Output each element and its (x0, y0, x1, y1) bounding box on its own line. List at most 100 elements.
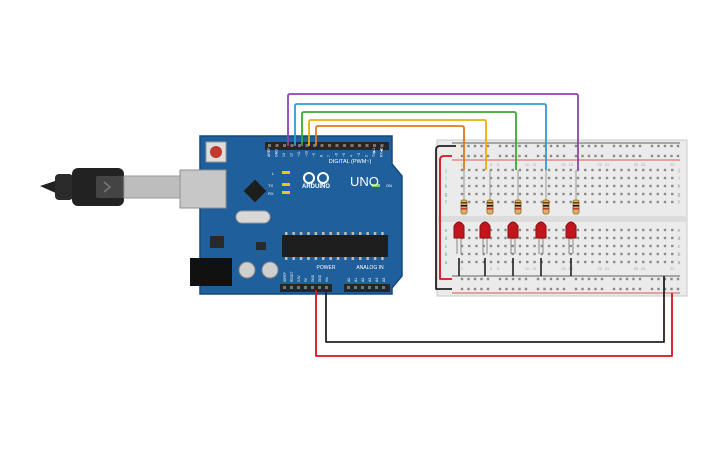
breadboard-hole (562, 168, 565, 172)
breadboard-hole (555, 252, 558, 256)
breadboard-hole (576, 244, 580, 248)
power-pin-hole (304, 286, 307, 289)
breadboard-hole (613, 236, 616, 240)
wire-orange[interactable] (315, 125, 465, 170)
breadboard-hole (482, 244, 485, 248)
usb-cable-tip (40, 180, 58, 194)
chip-pin (381, 232, 384, 235)
usb-cable-strain (55, 174, 73, 200)
breadboard-hole (613, 260, 616, 264)
analog-pin-label: A5 (382, 278, 386, 282)
chip-pin (373, 232, 377, 235)
digital-pin-label: ~5 (342, 153, 346, 157)
breadboard-hole (555, 236, 558, 240)
rail-hole (587, 277, 591, 281)
wire-blue[interactable] (294, 103, 547, 170)
resistor-band (487, 202, 493, 204)
chip-pin (322, 232, 325, 235)
rail-hole (460, 154, 464, 158)
digital-pin-hole (283, 144, 286, 147)
rail-hole (581, 144, 584, 148)
rail-hole (505, 277, 508, 281)
digital-pin-label: RX◀0 (380, 147, 384, 157)
reset-button[interactable] (210, 146, 222, 158)
breadboard-hole (598, 252, 601, 256)
chip-pin (359, 232, 362, 235)
breadboard-hole (518, 260, 522, 264)
breadboard-hole (591, 184, 594, 188)
breadboard-hole (533, 228, 536, 232)
resistor-band (515, 202, 521, 204)
breadboard-hole (555, 168, 558, 172)
rail-hole (549, 287, 553, 291)
rail-hole (511, 144, 515, 148)
chip-pin (329, 257, 332, 260)
rail-hole (670, 154, 673, 158)
red-led[interactable] (479, 221, 491, 239)
rail-hole (619, 144, 622, 148)
usb-b-port (179, 169, 227, 209)
l-led (282, 171, 290, 174)
breadboard-hole (497, 168, 500, 172)
breadboard-hole (547, 260, 551, 264)
breadboard-hole (649, 228, 652, 232)
breadboard-hole (518, 236, 522, 240)
digital-pin-label: 7 (327, 155, 331, 157)
rail-hole (536, 144, 540, 148)
red-led[interactable] (453, 221, 465, 239)
rail-hole (480, 154, 483, 158)
capacitor (261, 261, 279, 279)
breadboard-hole (468, 244, 471, 248)
breadboard-hole (634, 176, 638, 180)
rail-hole (676, 154, 680, 158)
column-number: 10 (525, 162, 530, 167)
red-led[interactable] (565, 221, 577, 239)
rail-hole (600, 287, 604, 291)
resistor-band (573, 202, 579, 204)
rail-hole (498, 154, 502, 158)
breadboard-hole (533, 168, 536, 172)
breadboard-hole (663, 184, 667, 188)
breadboard-hole (649, 236, 652, 240)
rail-hole (486, 277, 490, 281)
rail-hole (536, 154, 540, 158)
rail-hole (518, 287, 521, 291)
breadboard-hole (627, 184, 630, 188)
red-led[interactable] (535, 221, 547, 239)
breadboard-hole (649, 168, 652, 172)
breadboard-hole (642, 252, 645, 256)
rail-hole (473, 277, 477, 281)
breadboard-hole (620, 252, 623, 256)
wire-green[interactable] (301, 111, 517, 170)
breadboard-hole (569, 192, 572, 196)
breadboard-hole (671, 192, 674, 196)
wire-yellow[interactable] (308, 119, 487, 170)
red-led[interactable] (507, 221, 519, 239)
row-letter-left: i (445, 176, 446, 182)
breadboard-hole (475, 192, 478, 196)
breadboard-hole (460, 176, 464, 180)
breadboard-hole (482, 184, 485, 188)
rail-hole (460, 144, 464, 148)
rail-hole (650, 154, 654, 158)
breadboard-hole (663, 200, 667, 204)
rail-hole (486, 154, 490, 158)
digital-pin-hole (305, 144, 309, 147)
wire-rail-bridge-red[interactable] (439, 155, 452, 280)
tx-led (282, 183, 290, 186)
breadboard-hole (605, 236, 609, 240)
breadboard-hole (591, 236, 594, 240)
rail-hole (467, 154, 470, 158)
wire-power-5v[interactable] (315, 290, 673, 357)
wire-purple[interactable] (287, 93, 579, 170)
breadboard-hole (504, 184, 507, 188)
chip-pin (299, 257, 303, 260)
digital-pin-label: 12 (290, 153, 294, 157)
wire-ground[interactable] (325, 276, 665, 343)
breadboard-hole (584, 184, 587, 188)
chip-pin (314, 257, 318, 260)
breadboard-hole (475, 168, 478, 172)
breadboard-hole (460, 252, 464, 256)
wire-rail-bridge-black[interactable] (435, 145, 456, 290)
breadboard-hole (482, 168, 485, 172)
